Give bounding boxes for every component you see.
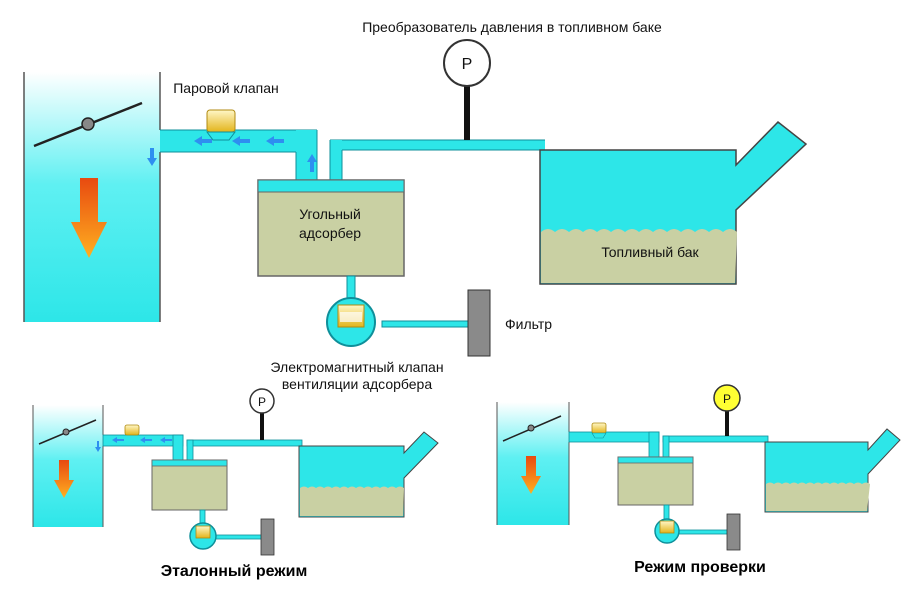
vent-valve-icon [654,518,680,544]
vent-valve-icon [189,522,217,550]
charcoal-canister: Угольный адсорбер [257,179,405,277]
check-mode-caption: Режим проверки [634,559,766,576]
throttle-valve-icon [502,415,562,442]
pressure-gauge-icon: P [713,384,741,436]
pressure-symbol: P [723,392,731,406]
flow-arrows [147,136,317,172]
canister-label-line1: Угольный [299,206,361,222]
throttle-valve-icon [38,419,97,445]
filter [467,289,491,357]
filter [726,513,741,551]
pressure-symbol: P [462,56,473,73]
pressure-gauge-icon: P [249,388,275,440]
purge-valve-icon [591,422,607,439]
pressure-symbol: P [258,395,266,409]
fuel-tank-label: Топливный бак [601,244,699,260]
flow-arrows [95,437,172,452]
pressure-gauge-icon: P [443,39,491,140]
engine-flow-arrow-icon [521,456,541,494]
throttle-valve-icon [33,101,143,148]
vent-valve-label-line2: вентиляции адсорбера [282,376,432,392]
tank-line [329,139,545,180]
vent-valve-label-line1: Электромагнитный клапан [270,359,443,375]
engine-flow-arrow-icon [54,460,74,498]
main-diagram: P Преобразователь давления в топливном б… [23,19,808,392]
reference-mode-diagram: P Эталонный режим [32,388,439,580]
fuel-tank: Топливный бак [539,120,808,285]
pressure-sensor-label: Преобразователь давления в топливном бак… [362,19,662,35]
filter [260,518,275,556]
filter-label: Фильтр [505,316,552,332]
check-mode-diagram: P Режим проверки [496,384,901,576]
purge-valve-icon [124,424,140,436]
reference-mode-caption: Эталонный режим [161,563,308,580]
canister-label-line2: адсорбер [299,225,361,241]
purge-valve-label: Паровой клапан [173,80,279,96]
vent-valve-icon [326,297,376,347]
purge-valve-icon [206,109,236,141]
engine-flow-arrow-icon [71,178,107,258]
